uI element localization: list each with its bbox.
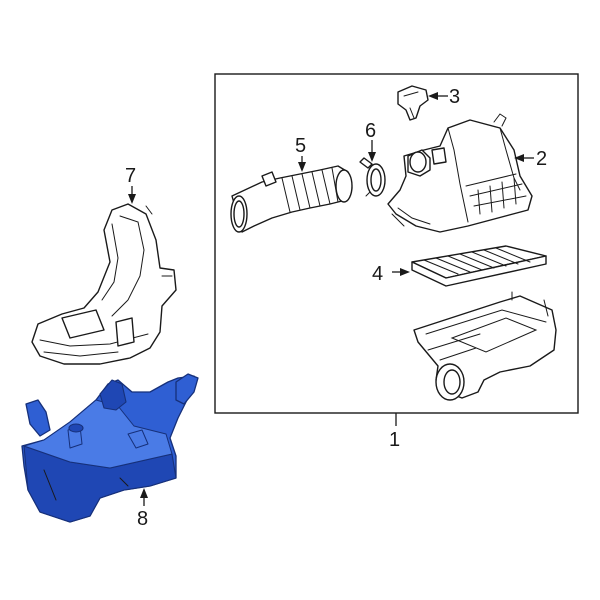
- callout-4: 4: [372, 263, 383, 285]
- part-6-hose-clamp[interactable]: [359, 157, 386, 197]
- part-8-highlighted-duct-bracket[interactable]: [21, 373, 199, 523]
- part-4-air-filter-element[interactable]: [411, 245, 547, 287]
- callout-4-leader: [392, 268, 410, 276]
- callout-7-leader: [128, 186, 136, 204]
- callout-5: 5: [295, 135, 306, 157]
- callout-2: 2: [536, 148, 547, 170]
- part-3-mass-airflow-sensor[interactable]: [397, 85, 429, 121]
- callout-2-leader: [514, 154, 534, 162]
- callout-3-leader: [428, 92, 448, 100]
- part-2-air-cleaner-cover[interactable]: [387, 113, 533, 233]
- callout-1: 1: [389, 429, 400, 451]
- callout-5-leader: [298, 156, 306, 172]
- callout-7: 7: [125, 165, 136, 187]
- callout-8-leader: [140, 488, 148, 506]
- callout-3: 3: [449, 86, 460, 108]
- callout-8: 8: [137, 508, 148, 530]
- part-1-air-cleaner-case[interactable]: [413, 291, 557, 401]
- part-5-intake-hose[interactable]: [230, 165, 353, 233]
- part-7-air-inlet-duct[interactable]: [31, 203, 177, 365]
- callout-6: 6: [365, 120, 376, 142]
- callout-6-leader: [368, 140, 376, 162]
